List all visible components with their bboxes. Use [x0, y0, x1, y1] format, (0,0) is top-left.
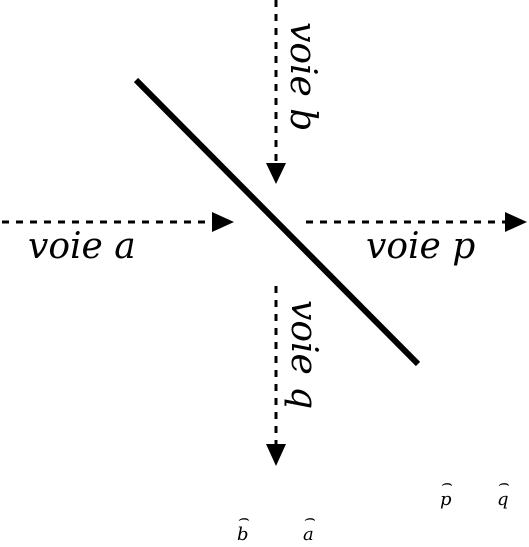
operator-b-hat: ⌢ b	[237, 508, 249, 545]
arrowhead-right-icon	[505, 212, 527, 232]
operator-a-hat: ⌢ a	[303, 508, 315, 545]
beam-a-arrow	[2, 212, 234, 232]
label-voie-p: voie p	[366, 226, 475, 267]
hat-icon: ⌢	[303, 508, 315, 529]
operator-q-letter: q	[497, 489, 509, 510]
beam-splitter	[133, 77, 421, 367]
arrowhead-down-icon	[266, 444, 286, 466]
operator-a-letter: a	[303, 524, 314, 545]
arrowhead-right-icon	[212, 212, 234, 232]
label-voie-a: voie a	[28, 226, 136, 267]
operator-p-letter: p	[440, 489, 452, 510]
arrowhead-down-icon	[266, 163, 286, 184]
operator-q-hat: ⌢ q	[497, 473, 509, 510]
hat-icon: ⌢	[237, 508, 249, 529]
hat-icon: ⌢	[440, 473, 452, 494]
beam-b-arrow	[266, 0, 286, 184]
label-voie-q: voie q	[283, 300, 324, 409]
beam-q-arrow	[266, 286, 286, 466]
beam-p-arrow	[306, 212, 527, 232]
operator-p-hat: ⌢ p	[440, 473, 452, 510]
hat-icon: ⌢	[497, 473, 509, 494]
label-voie-b: voie b	[282, 22, 323, 131]
operator-b-letter: b	[237, 524, 249, 545]
